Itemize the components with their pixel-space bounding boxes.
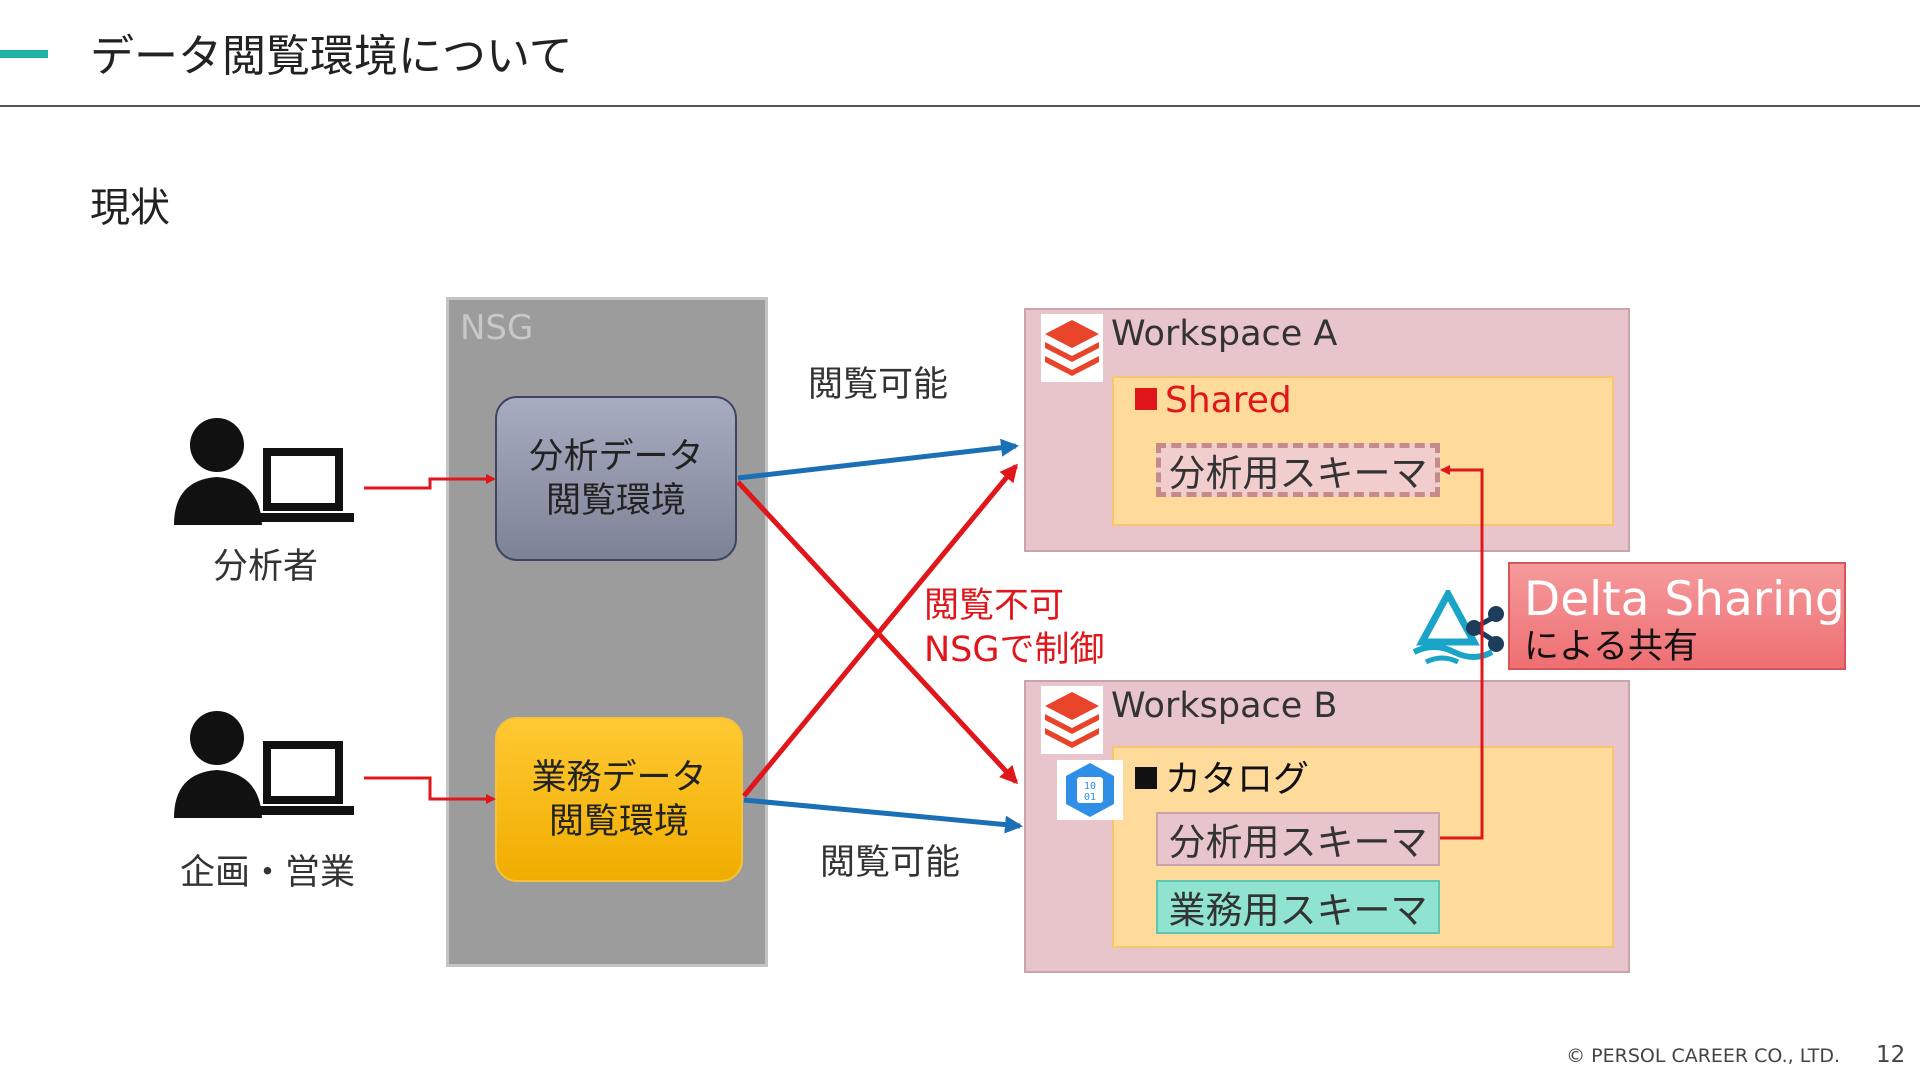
business-data-environment: 業務データ 閲覧環境: [495, 717, 743, 882]
nsg-label: NSG: [460, 308, 534, 348]
svg-text:01: 01: [1084, 792, 1096, 803]
business-schema-b: 業務用スキーマ: [1156, 880, 1440, 934]
analysis-env-line1: 分析データ: [528, 436, 704, 477]
catalog-binary-icon: 10 01: [1057, 760, 1123, 820]
red-square-bullet-icon: [1135, 388, 1157, 410]
black-square-bullet-icon: [1135, 767, 1157, 789]
analysis-data-environment: 分析データ 閲覧環境: [495, 396, 737, 561]
databricks-icon: [1041, 686, 1103, 754]
planning-to-business-env-arrow: [364, 776, 496, 804]
analyst-label: 分析者: [213, 547, 319, 587]
business-env-line2: 閲覧環境: [548, 801, 689, 842]
analyst-person-laptop-icon: [174, 418, 354, 525]
analysis-env-line2: 閲覧環境: [545, 480, 686, 521]
denied-label-line2: NSGで制御: [924, 630, 1105, 670]
databricks-icon: [1041, 314, 1103, 382]
title-divider: [0, 105, 1920, 107]
delta-sharing-name: Delta Sharing: [1524, 572, 1845, 627]
page-title: データ閲覧環境について: [90, 31, 573, 82]
shared-section-text: Shared: [1165, 380, 1292, 421]
denied-label-line1: 閲覧不可: [924, 586, 1065, 626]
business-to-workspace-a-denied-arrow: [742, 463, 1018, 798]
svg-text:10: 10: [1084, 781, 1096, 792]
catalog-section-label: カタログ: [1135, 750, 1309, 802]
delta-sharing-link-arrow: [1440, 465, 1484, 840]
analysis-to-workspace-a-allowed-arrow: [737, 438, 1019, 481]
delta-sharing-icon: [1412, 590, 1504, 665]
business-env-line1: 業務データ: [531, 757, 707, 798]
copyright-footer: © PERSOL CAREER CO., LTD.: [1566, 1045, 1840, 1067]
analysis-schema-b: 分析用スキーマ: [1156, 812, 1440, 866]
delta-sharing-subtitle: による共有: [1524, 627, 1698, 667]
denied-label: 閲覧不可 NSGで制御: [924, 584, 1105, 672]
analyst-to-analysis-env-arrow: [364, 474, 496, 490]
shared-section-label: Shared: [1135, 380, 1292, 421]
business-to-workspace-b-allowed-arrow: [743, 797, 1023, 834]
page-number: 12: [1876, 1042, 1906, 1068]
allowed-label-bottom: 閲覧可能: [820, 843, 961, 883]
planning-sales-label: 企画・営業: [180, 853, 356, 893]
shared-analysis-schema: 分析用スキーマ: [1156, 443, 1440, 497]
title-accent-bar: [0, 50, 48, 58]
allowed-label-top: 閲覧可能: [808, 365, 949, 405]
catalog-section-text: カタログ: [1165, 759, 1310, 800]
section-subtitle: 現状: [90, 185, 170, 231]
delta-sharing-callout: Delta Sharing による共有: [1508, 562, 1846, 670]
workspace-b-title: Workspace B: [1111, 686, 1338, 726]
workspace-a-title: Workspace A: [1111, 314, 1338, 354]
planning-person-laptop-icon: [174, 711, 354, 818]
